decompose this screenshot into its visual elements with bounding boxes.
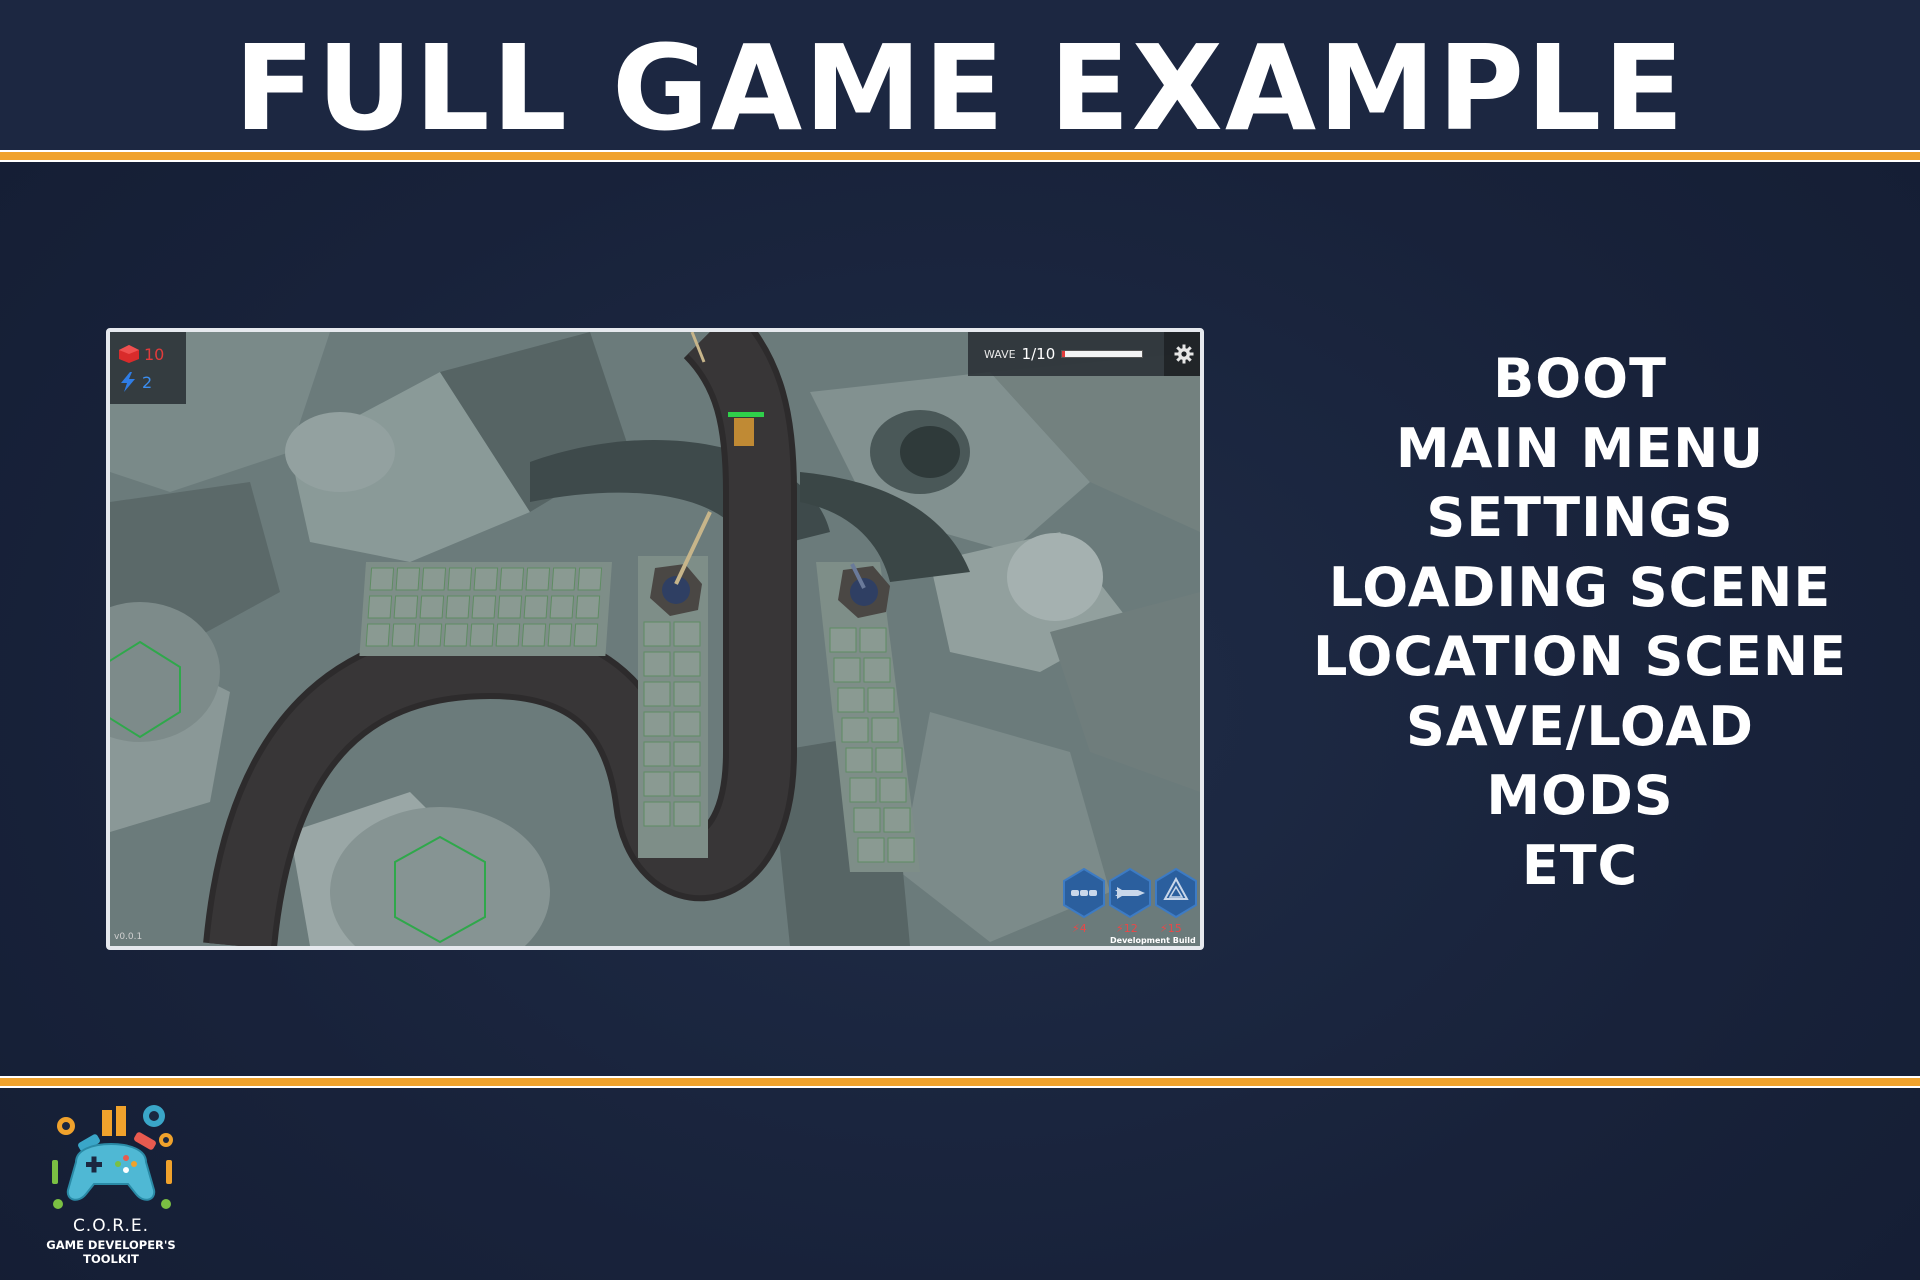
tower-button-2[interactable] xyxy=(1108,867,1152,919)
tower-cost-3: ⚡15 xyxy=(1160,922,1182,935)
game-scene xyxy=(110,332,1200,946)
settings-button[interactable] xyxy=(1164,332,1200,376)
gamepad-gears-icon xyxy=(52,1105,173,1209)
feature-list: BOOT MAIN MENU SETTINGS LOADING SCENE LO… xyxy=(1270,344,1890,900)
tower-cost-2: ⚡12 xyxy=(1116,922,1138,935)
tower-button-3[interactable] xyxy=(1154,867,1198,919)
lightning-icon xyxy=(121,372,135,392)
triple-bullet-icon xyxy=(1063,867,1105,919)
red-cube-icon xyxy=(119,345,139,363)
wave-progress-fill xyxy=(1065,351,1143,357)
page-title: FULL GAME EXAMPLE xyxy=(234,19,1686,157)
wave-label: WAVE xyxy=(984,347,1016,361)
feature-item-settings: SETTINGS xyxy=(1426,486,1734,549)
header: FULL GAME EXAMPLE xyxy=(0,0,1920,157)
tower-button-1[interactable] xyxy=(1062,867,1106,919)
feature-item-save-load: SAVE/LOAD xyxy=(1406,694,1754,758)
logo-tagline: GAME DEVELOPER'S TOOLKIT xyxy=(46,1238,176,1266)
core-logo: C.O.R.E. GAME DEVELOPER'S TOOLKIT xyxy=(18,1096,204,1266)
energy-value: 2 xyxy=(142,372,153,392)
feature-item-etc: ETC xyxy=(1521,833,1639,897)
feature-item-boot: BOOT xyxy=(1493,347,1667,410)
game-viewport: 10 2 WAVE 1/10 xyxy=(106,328,1204,950)
crystal-icon xyxy=(1155,867,1197,919)
resource-panel: 10 2 xyxy=(110,332,186,404)
feature-item-loading-scene: LOADING SCENE xyxy=(1328,555,1832,619)
missile-icon xyxy=(1109,867,1151,919)
feature-item-main-menu: MAIN MENU xyxy=(1395,416,1765,480)
energy-display: 2 xyxy=(118,370,152,394)
tower-selection-bar: ⚡4 ⚡12 ⚡15 xyxy=(1062,867,1200,946)
gear-icon xyxy=(1174,344,1194,364)
version-label: v0.0.1 xyxy=(114,932,143,942)
wave-panel: WAVE 1/10 xyxy=(968,332,1164,376)
logo-name: C.O.R.E. xyxy=(72,1216,150,1236)
feature-item-mods: MODS xyxy=(1486,764,1674,827)
development-build-label: Development Build xyxy=(1110,936,1196,945)
bottom-divider xyxy=(0,1076,1920,1088)
feature-item-location-scene: LOCATION SCENE xyxy=(1313,625,1847,688)
wave-counter: 1/10 xyxy=(1021,345,1056,363)
top-divider xyxy=(0,150,1920,162)
health-value: 10 xyxy=(144,344,165,364)
health-display: 10 xyxy=(118,342,164,366)
tower-cost-1: ⚡4 xyxy=(1072,922,1087,935)
wave-progress-bar xyxy=(1061,350,1144,358)
wave-progress-marker xyxy=(1062,351,1066,357)
